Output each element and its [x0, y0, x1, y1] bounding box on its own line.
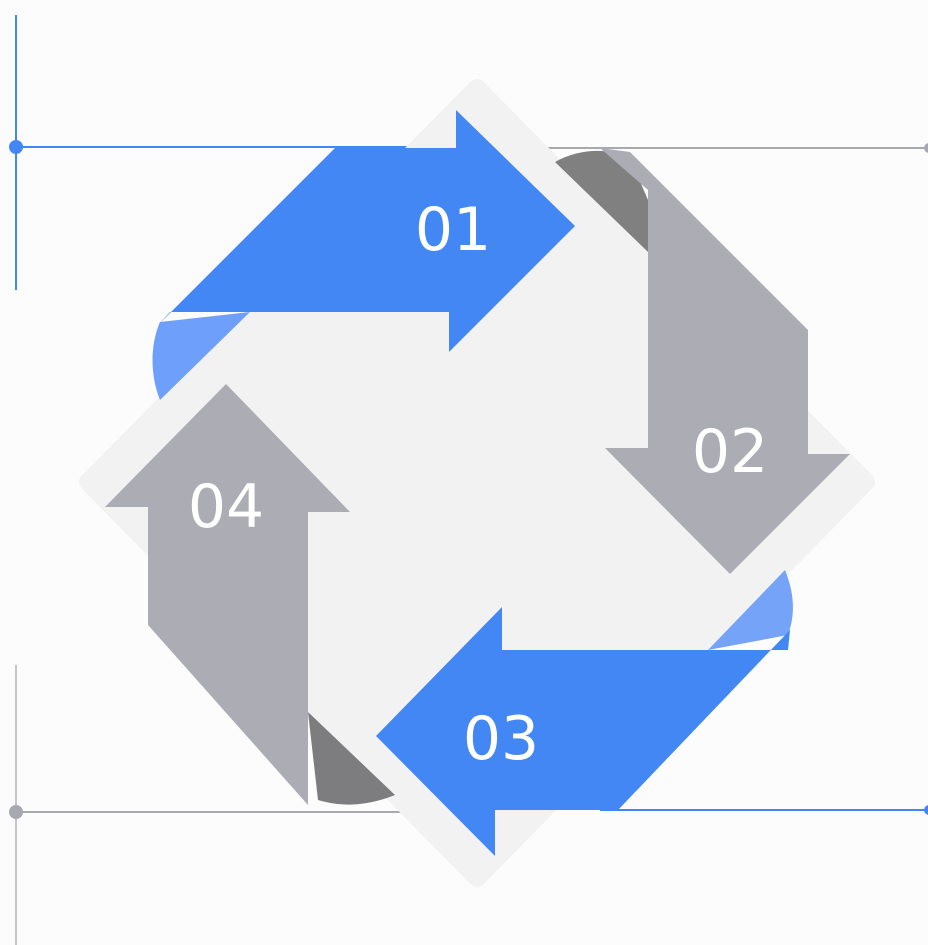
fold-shade-01 [152, 312, 250, 400]
connector-dot-03 [924, 805, 928, 815]
fold-shade-04 [308, 712, 395, 805]
step-number-03: 03 [463, 704, 539, 774]
step-01 [158, 110, 575, 352]
connector-dot-01 [9, 140, 23, 154]
step-number-01: 01 [415, 195, 491, 265]
arrow-02 [600, 148, 850, 574]
connector-lines [9, 15, 928, 945]
arrow-03 [376, 607, 790, 856]
step-number-02: 02 [692, 417, 768, 487]
arrow-01 [158, 110, 575, 352]
step-02 [600, 148, 850, 574]
fold-shade-03 [708, 570, 793, 650]
step-number-04: 04 [188, 472, 264, 542]
arrow-04 [105, 384, 350, 805]
connector-dot-04 [9, 805, 23, 819]
step-04 [105, 384, 350, 805]
step-03 [376, 607, 790, 856]
ribbon-folds [152, 150, 793, 805]
fold-shade-02 [555, 150, 648, 252]
connector-dot-02 [924, 143, 928, 153]
